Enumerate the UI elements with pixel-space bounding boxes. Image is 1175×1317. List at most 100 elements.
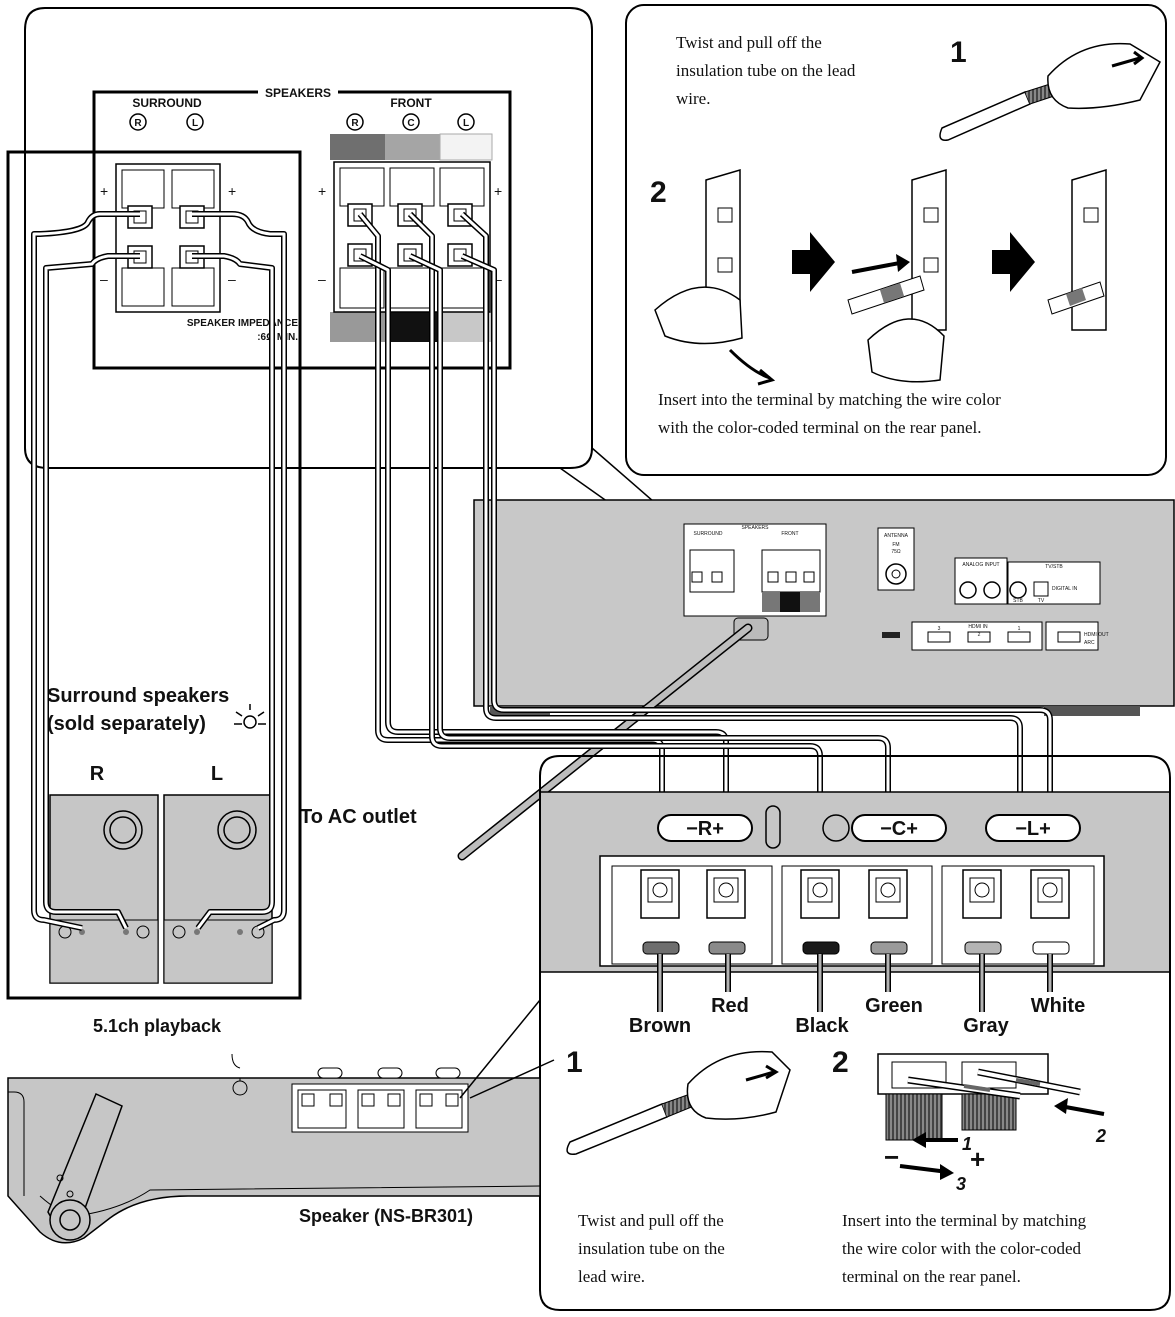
svg-text:R: R (134, 118, 142, 129)
bar-step2-number: 2 (832, 1046, 849, 1079)
bar-step1-number: 1 (566, 1046, 583, 1079)
surround-wires (31, 211, 287, 931)
bar-step2-line3: terminal on the rear panel. (842, 1267, 1021, 1286)
rear-unit (473, 499, 1175, 716)
rear-hdmi-2-label: 2 (978, 632, 981, 638)
surround-label: SURROUND (132, 96, 202, 110)
speakers-label: SPEAKERS (265, 86, 331, 100)
svg-text:L: L (463, 118, 469, 129)
front-minus-left: – (318, 271, 326, 287)
bar-l-pill: −L+ (985, 814, 1081, 842)
rear-digital-in-label: DIGITAL IN (1052, 586, 1078, 592)
surround-title-line1: Surround speakers (47, 685, 229, 707)
speaker-bar (7, 999, 555, 1244)
top-step2-clip-3 (1047, 168, 1107, 331)
svg-text:−R+: −R+ (686, 818, 724, 840)
bar-step1-line1: Twist and pull off the (578, 1211, 724, 1230)
rear-hdmi-1-label: 1 (1018, 626, 1021, 632)
bar-step2-plus: + (970, 1144, 985, 1174)
speaker-bar-caption: Speaker (NS-BR301) (299, 1206, 473, 1226)
rear-front-label: FRONT (781, 531, 798, 537)
front-label: FRONT (390, 96, 432, 110)
top-step2-arrow-2 (992, 232, 1035, 292)
surround-title-line2: (sold separately) (47, 713, 206, 735)
rear-hdmi-3-label: 3 (938, 626, 941, 632)
top-step2-clip-2 (847, 168, 947, 383)
surround-terminal-block (115, 163, 221, 313)
bar-terminals (640, 869, 1070, 919)
color-label-gray: Gray (963, 1015, 1009, 1037)
tip-bulb-icon (234, 704, 266, 729)
top-step2-clip-1 (654, 168, 776, 386)
front-speaker-wires (357, 211, 1053, 792)
svg-text:R: R (351, 118, 359, 129)
bar-arrow-1-label: 1 (962, 1134, 972, 1154)
bar-step2-line1: Insert into the terminal by matching (842, 1211, 1087, 1230)
svg-text:−L+: −L+ (1015, 818, 1051, 840)
color-leader-lines (657, 954, 1053, 1012)
surround-speaker-r (49, 794, 159, 984)
surround-l-label: L (211, 763, 223, 785)
color-label-green: Green (865, 995, 923, 1017)
bar-step2-line2: the wire color with the color-coded (842, 1239, 1081, 1258)
surround-plus-left: + (100, 183, 108, 199)
bar-step1-line2: insulation tube on the (578, 1239, 725, 1258)
front-terminal-block (333, 161, 491, 313)
surround-minus-left: – (100, 271, 108, 287)
rear-surround-label: SURROUND (694, 531, 723, 537)
rear-stb-label: STB (1013, 598, 1023, 604)
surround-plus-right: + (228, 183, 236, 199)
color-label-red: Red (711, 995, 749, 1017)
top-note-line2: with the color-coded terminal on the rea… (658, 418, 981, 437)
top-note-line1: Insert into the terminal by matching the… (658, 390, 1001, 409)
rear-tv-label: TV (1038, 598, 1045, 604)
top-step1-line3: wire. (676, 89, 710, 108)
top-step1-wire-illustration (939, 42, 1161, 141)
bar-arrow-2-label: 2 (1095, 1126, 1106, 1146)
rear-arc-label: ARC (1084, 640, 1095, 646)
surround-speaker-l (163, 794, 273, 984)
impedance-line1: SPEAKER IMPEDANCE (187, 318, 298, 329)
top-instructions-panel (625, 4, 1167, 476)
surround-minus-right: – (228, 271, 236, 287)
surround-r-label: R (90, 763, 105, 785)
svg-text:C: C (407, 118, 414, 129)
front-plus-left: + (318, 183, 326, 199)
bar-c-pill: −C+ (851, 814, 947, 842)
front-minus-right: – (494, 271, 502, 287)
color-label-brown: Brown (629, 1015, 691, 1037)
top-step1-line2: insulation tube on the lead (676, 61, 856, 80)
rear-antenna-label: ANTENNA (884, 533, 909, 539)
surround-channel-marks: R L (129, 113, 204, 131)
bar-arrow-3-label: 3 (956, 1174, 966, 1194)
impedance-line2: :6Ω MIN. (257, 332, 298, 343)
svg-text:−C+: −C+ (880, 818, 918, 840)
ac-outlet-label: To AC outlet (300, 806, 417, 828)
bar-step2-clip-illustration (877, 1053, 1105, 1180)
bar-r-pill: −R+ (657, 814, 753, 842)
bar-step2-minus: − (884, 1142, 899, 1172)
rear-analog-input-label: ANALOG INPUT (962, 562, 999, 568)
color-label-black: Black (795, 1015, 849, 1037)
rear-ohm-label: 75Ω (891, 549, 901, 555)
front-channel-marks: R C L (346, 113, 475, 131)
rear-tvstb-label: TV/STB (1045, 564, 1063, 570)
rear-speakers-label: SPEAKERS (742, 525, 770, 531)
amp-panel-callout (24, 7, 593, 469)
front-plus-right: + (494, 183, 502, 199)
rear-fm-label: FM (892, 542, 899, 548)
rear-hdmi-out-label: HDMI OUT (1084, 632, 1109, 638)
bar-step1-line3: lead wire. (578, 1267, 645, 1286)
playback-caption: 5.1ch playback (93, 1016, 222, 1036)
top-step2-number: 2 (650, 176, 667, 209)
color-label-white: White (1031, 995, 1085, 1017)
rear-hdmi-in-label: HDMI IN (968, 624, 988, 630)
top-step2-arrow-1 (792, 232, 835, 292)
top-step1-number: 1 (950, 36, 967, 69)
top-step1-line1: Twist and pull off the (676, 33, 822, 52)
svg-text:L: L (192, 118, 198, 129)
surround-5-1ch-frame (6, 150, 302, 1000)
bar-step1-wire-illustration (566, 1050, 791, 1155)
bar-panel-callout (539, 755, 1171, 1311)
